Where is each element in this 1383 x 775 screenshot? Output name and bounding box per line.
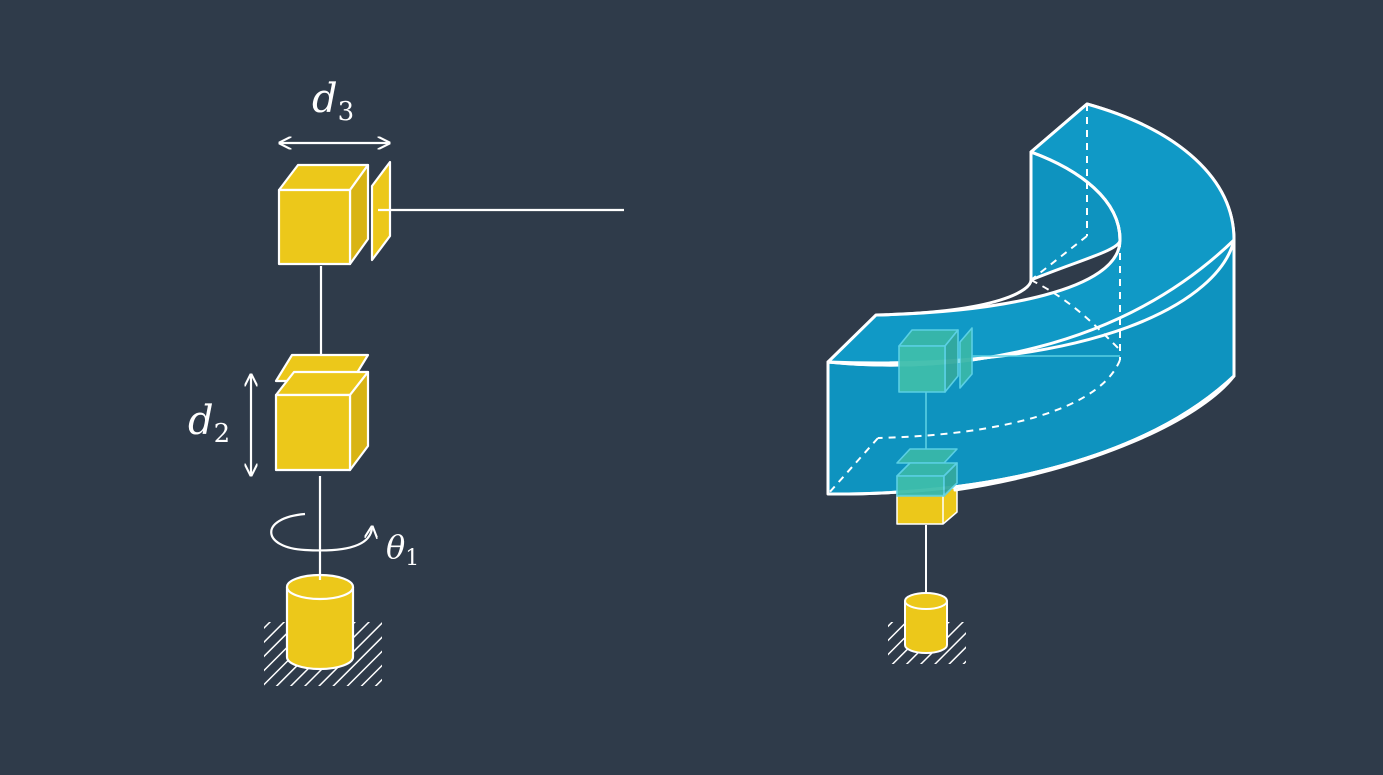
prismatic-joint-2 — [274, 353, 370, 472]
workspace-inner-links — [896, 327, 1120, 497]
workspace-volume — [826, 102, 1236, 496]
hidden-edges — [827, 104, 1121, 495]
kinematic-chain — [251, 143, 624, 686]
rotation-arrow — [270, 512, 372, 552]
theta1-label: θ1 — [386, 528, 419, 571]
prismatic-joint-3 — [277, 160, 392, 266]
workspace-base-cylinder — [904, 592, 948, 654]
workspace — [826, 102, 1236, 664]
d3-label: d3 — [312, 76, 354, 127]
base-cylinder — [285, 573, 355, 671]
d2-label: d2 — [188, 398, 230, 449]
